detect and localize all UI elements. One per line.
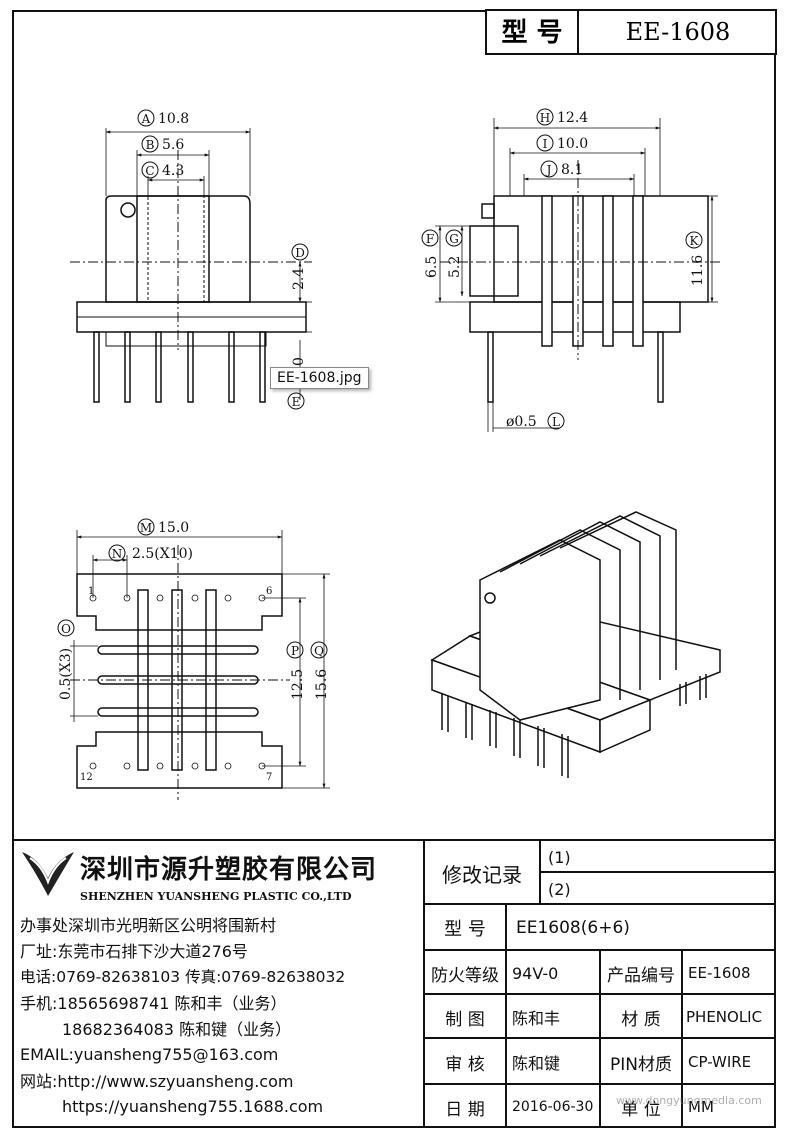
dim-letter-n: N — [112, 547, 123, 561]
model-value: EE1608(6+6) — [516, 918, 630, 938]
dim-g-value: 5.2 — [447, 256, 463, 278]
dim-n-value: 2.5(X10) — [132, 546, 193, 562]
dim-a-value: 10.8 — [158, 111, 189, 127]
drawing-frame — [12, 10, 776, 1128]
dim-c-value: 4.3 — [162, 163, 184, 179]
dim-letter-g: G — [449, 232, 459, 246]
dim-letter-i: I — [543, 137, 548, 151]
dim-i-value: 10.0 — [557, 136, 588, 152]
dim-j-value: 8.1 — [561, 162, 583, 178]
model-header-value: EE-1608 — [626, 18, 731, 46]
dim-letter-c: C — [145, 164, 154, 178]
dim-d-value: 2.4 — [291, 268, 307, 290]
contact-factory: 厂址:东莞市石排下沙大道276号 — [20, 942, 248, 961]
isometric-view — [430, 511, 721, 778]
dim-letter-f: F — [426, 232, 434, 246]
dim-letter-m: M — [140, 521, 152, 535]
dim-h-value: 12.4 — [557, 110, 588, 126]
pin-material-value: CP-WIRE — [688, 1053, 752, 1071]
dim-letter-k: K — [690, 234, 700, 248]
dim-q-value: 15.6 — [314, 669, 330, 700]
bottom-view-labels: M 15.0 N 2.5(X10) O 0.5(X3) P 12.5 Q 15.… — [57, 518, 330, 783]
side-view — [435, 118, 720, 432]
contact-mobile-2: 18682364083 陈和键（业务） — [62, 1020, 292, 1039]
revision-row-2: (2) — [548, 879, 571, 899]
dim-letter-b: B — [146, 138, 155, 152]
unit-value: MM — [688, 1098, 714, 1116]
contact-office: 办事处深圳市光明新区公明将围新村 — [20, 916, 277, 935]
side-view-labels: H 12.4 I 10.0 J 8.1 F G 6.5 5.2 K 11.6 ø… — [421, 108, 706, 430]
dim-o-value: 0.5(X3) — [58, 648, 74, 700]
contact-shop: https://yuansheng755.1688.com — [62, 1096, 324, 1116]
fire-rating-label: 防火等级 — [431, 965, 499, 986]
front-view-labels: A 10.8 B 5.6 C 4.3 D 2.4 0 E — [137, 109, 309, 410]
company-logo-icon — [22, 852, 74, 896]
unit-label: 单 位 — [621, 1099, 661, 1120]
dim-m-value: 15.0 — [158, 520, 189, 536]
dim-f-value: 6.5 — [424, 256, 440, 278]
dim-letter-d: D — [295, 246, 305, 260]
model-header-label: 型 号 — [501, 18, 562, 48]
dim-letter-e: E — [292, 395, 301, 409]
model-header-box: 型 号 EE-1608 — [485, 9, 777, 55]
product-number-value: EE-1608 — [688, 964, 751, 982]
dim-l-value: ø0.5 — [506, 414, 537, 430]
material-label: 材 质 — [621, 1009, 661, 1030]
pin-number-7: 7 — [266, 772, 272, 783]
company-name-en: SHENZHEN YUANSHENG PLASTIC CO.,LTD — [80, 889, 352, 903]
drawn-by-value: 陈和丰 — [512, 1009, 561, 1028]
front-view — [70, 128, 312, 403]
bottom-view — [70, 530, 330, 800]
pin-number-12: 12 — [80, 772, 93, 783]
filename-tooltip: EE-1608.jpg — [270, 367, 369, 389]
pin-number-6: 6 — [266, 586, 272, 597]
checked-by-label: 审 核 — [445, 1054, 485, 1075]
front-pins — [93, 331, 267, 403]
dim-b-value: 5.6 — [162, 137, 184, 153]
contact-mobile-1: 手机:18565698741 陈和丰（业务） — [20, 994, 287, 1013]
company-name-cn: 深圳市源升塑胶有限公司 — [80, 854, 378, 885]
drawn-by-label: 制 图 — [445, 1009, 485, 1030]
product-number-label: 产品编号 — [607, 965, 675, 986]
dim-k-value: 11.6 — [690, 255, 706, 286]
dim-letter-a: A — [141, 112, 151, 126]
dim-letter-q: Q — [314, 644, 324, 658]
model-label: 型 号 — [444, 919, 486, 940]
watermark: www.dongyungmedia.com — [616, 1093, 762, 1107]
revision-label: 修改记录 — [442, 862, 522, 887]
contact-website: 网站:http://www.szyuansheng.com — [20, 1072, 294, 1091]
dim-letter-j: J — [545, 163, 552, 177]
dim-letter-h: H — [540, 111, 550, 125]
material-value: PHENOLIC — [686, 1008, 763, 1026]
contact-phone-fax: 电话:0769-82638103 传真:0769-82638032 — [20, 968, 346, 986]
date-label: 日 期 — [445, 1099, 485, 1120]
checked-by-value: 陈和键 — [512, 1054, 561, 1073]
dim-e-value: 0 — [291, 357, 307, 366]
pin-material-label: PIN材质 — [610, 1054, 672, 1075]
title-block-grid — [12, 839, 776, 1128]
contact-email: EMAIL:yuansheng755@163.com — [20, 1044, 279, 1064]
dim-p-value: 12.5 — [290, 669, 306, 700]
revision-row-1: (1) — [548, 847, 571, 867]
dim-letter-o: O — [61, 622, 71, 636]
dim-letter-l: L — [552, 415, 560, 429]
fire-rating-value: 94V-0 — [512, 963, 559, 983]
dim-letter-p: P — [291, 644, 299, 658]
date-value: 2016-06-30 — [512, 1099, 594, 1115]
pin-number-1: 1 — [88, 586, 94, 597]
